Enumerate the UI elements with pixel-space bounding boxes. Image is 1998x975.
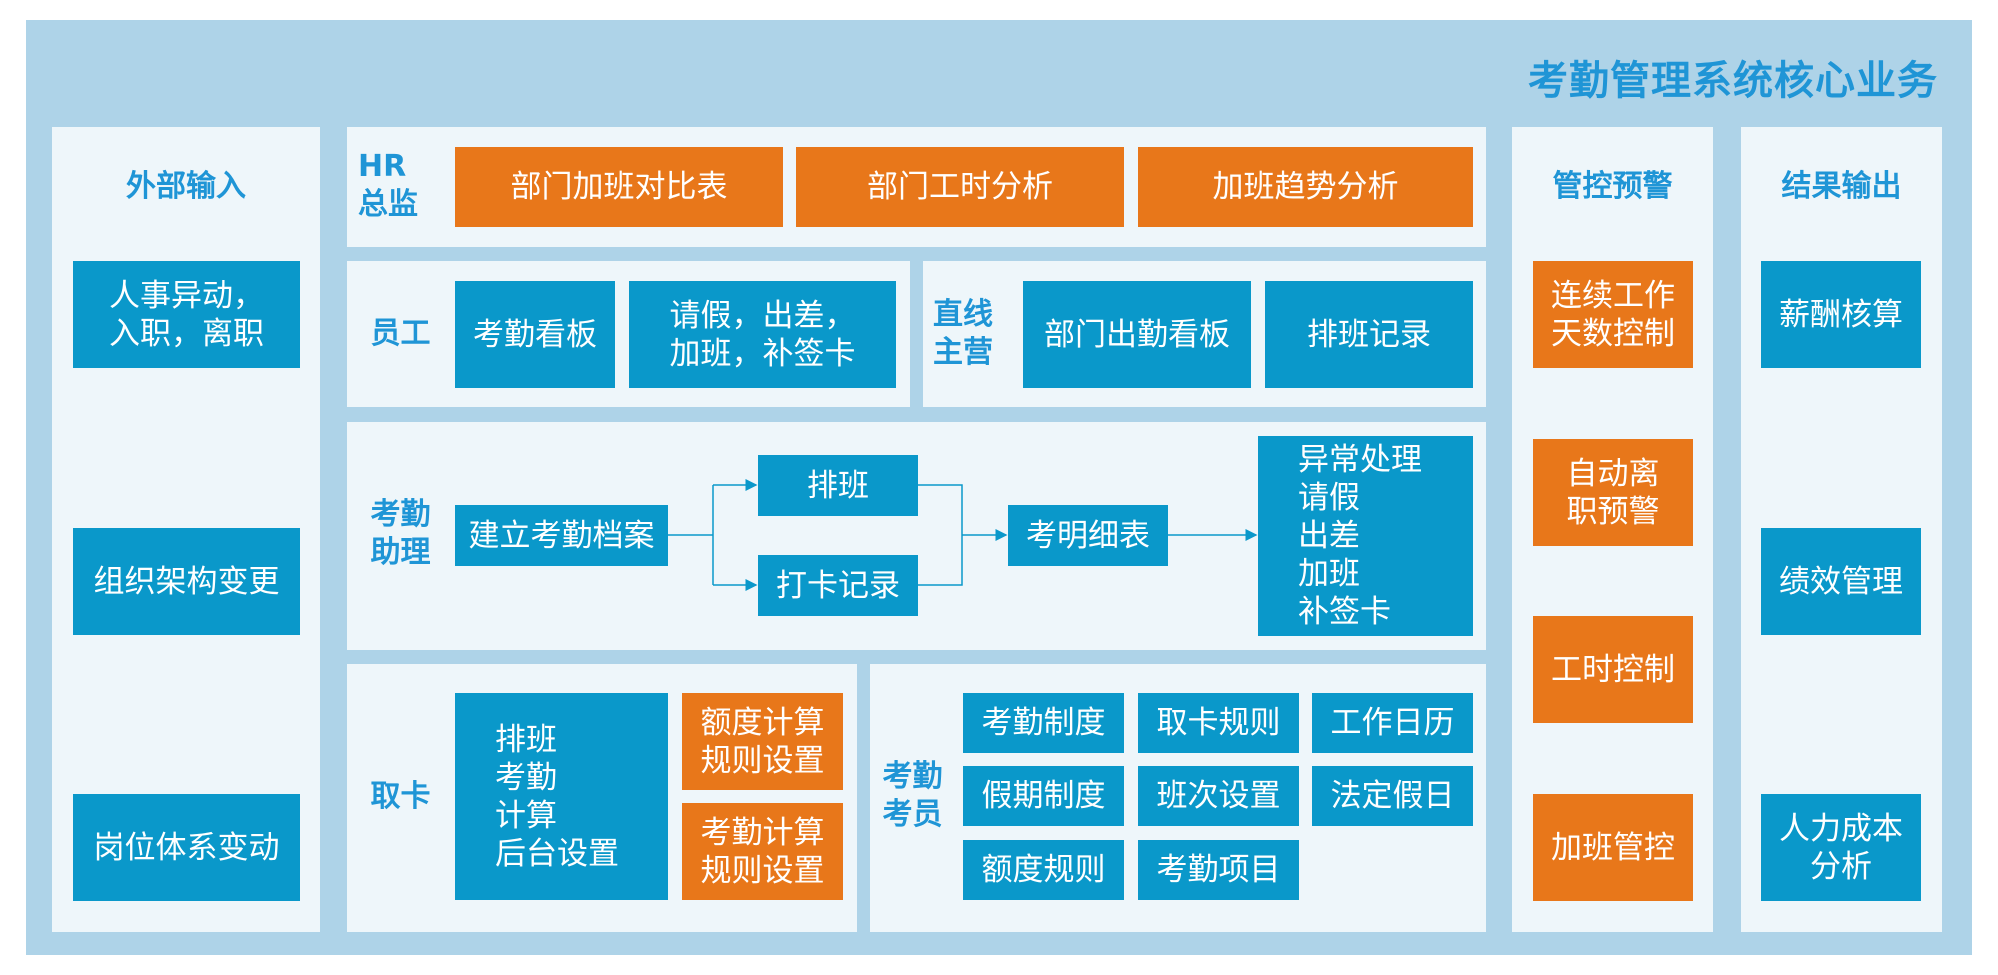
attendance-officer-label: 考勤 考员 <box>882 759 943 832</box>
control-alert-title: 管控预警 <box>1552 169 1673 204</box>
attendance-detail-box: 考明细表 <box>1008 505 1168 566</box>
holiday-policy: 假期制度 <box>963 766 1124 826</box>
employee-attendance-board: 考勤看板 <box>455 281 615 388</box>
external-input-position-change: 岗位体系变动 <box>73 794 300 901</box>
external-input-title: 外部输入 <box>126 169 246 204</box>
punch-record-box: 打卡记录 <box>758 555 918 616</box>
employee-leave-request: 请假，出差， 加班，补签卡 <box>629 281 896 388</box>
hr-director-label: HR 总监 <box>358 149 418 222</box>
external-input-org-change: 组织架构变更 <box>73 528 300 635</box>
employee-label: 员工 <box>370 316 431 351</box>
manager-schedule-record: 排班记录 <box>1265 281 1473 388</box>
consecutive-workdays-control: 连续工作 天数控制 <box>1533 261 1693 368</box>
quota-calc-rule-box: 额度计算 规则设置 <box>682 693 843 790</box>
payroll-calc: 薪酬核算 <box>1761 261 1921 368</box>
work-calendar: 工作日历 <box>1312 693 1473 753</box>
shift-settings: 班次设置 <box>1138 766 1299 826</box>
statutory-holiday: 法定假日 <box>1312 766 1473 826</box>
quota-rule: 额度规则 <box>963 840 1124 900</box>
exception-handling-box: 异常处理 请假 出差 加班 补签卡 <box>1258 436 1473 636</box>
manager-dept-attendance-board: 部门出勤看板 <box>1023 281 1251 388</box>
overtime-control: 加班管控 <box>1533 794 1693 901</box>
card-fetch-rule: 取卡规则 <box>1138 693 1299 753</box>
hr-overtime-trend: 加班趋势分析 <box>1138 147 1473 227</box>
attendance-assistant-label: 考勤 助理 <box>370 497 431 570</box>
result-output-title: 结果输出 <box>1781 169 1902 204</box>
create-attendance-file: 建立考勤档案 <box>455 505 668 566</box>
hr-cost-analysis: 人力成本 分析 <box>1761 794 1921 901</box>
diagram-title: 考勤管理系统核心业务 <box>1528 58 1938 104</box>
attendance-calc-rule-box: 考勤计算 规则设置 <box>682 803 843 900</box>
attendance-policy: 考勤制度 <box>963 693 1124 753</box>
attendance-item: 考勤项目 <box>1138 840 1299 900</box>
schedule-box: 排班 <box>758 455 918 516</box>
work-hours-control: 工时控制 <box>1533 616 1693 723</box>
external-input-personnel-change: 人事异动， 入职，离职 <box>73 261 300 368</box>
card-fetch-label: 取卡 <box>370 779 431 814</box>
line-manager-label: 直线 主营 <box>933 297 993 370</box>
hr-dept-overtime-compare: 部门加班对比表 <box>455 147 783 227</box>
auto-resign-alert: 自动离 职预警 <box>1533 439 1693 546</box>
performance-management: 绩效管理 <box>1761 528 1921 635</box>
backend-settings-box: 排班 考勤 计算 后台设置 <box>455 693 668 900</box>
hr-dept-hours-analysis: 部门工时分析 <box>796 147 1124 227</box>
